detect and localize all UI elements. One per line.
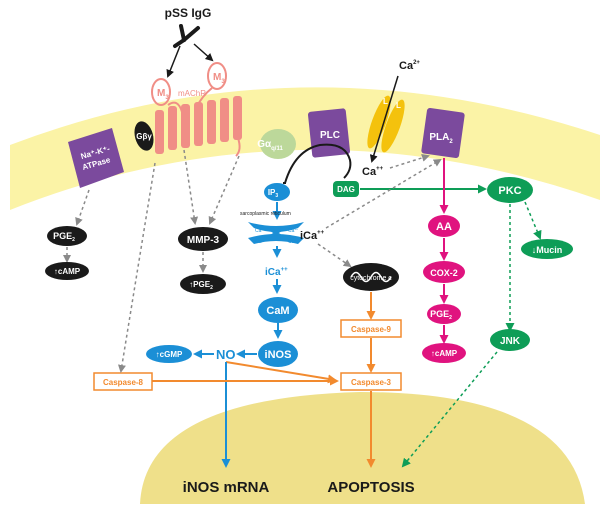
arrow-receptor-mmp3-a: [183, 149, 199, 225]
svg-text:MMP-3: MMP-3: [187, 235, 220, 246]
machr-label: mAChR: [178, 89, 206, 98]
svg-text:L: L: [383, 97, 388, 106]
g-beta-gamma: Gβγ: [134, 121, 154, 151]
arrow-ica-to-pla2: [325, 158, 442, 229]
svg-text:Gαq/11: Gαq/11: [257, 139, 283, 152]
camp-left-node: ↑cAMP: [45, 262, 89, 280]
ica-down-label: iCa++: [265, 267, 288, 278]
svg-text:Ca++: Ca++: [288, 227, 298, 234]
svg-text:COX-2: COX-2: [430, 268, 458, 278]
l-type-calcium-channel: L L: [367, 95, 405, 153]
m3-right-label: M3: [213, 72, 225, 85]
antibody-icon: [173, 24, 200, 48]
ca-extracellular: Ca2+: [399, 60, 420, 72]
svg-text:Ca++: Ca++: [255, 227, 265, 234]
apoptosis-label: APOPTOSIS: [327, 479, 414, 496]
arrow-ica-to-cytc: [317, 243, 352, 268]
aa-node: AA: [428, 215, 460, 237]
svg-text:PKC: PKC: [498, 185, 521, 197]
svg-text:PLA2: PLA2: [429, 132, 453, 145]
svg-text:↑cGMP: ↑cGMP: [156, 350, 183, 359]
mmp3-node: MMP-3: [178, 227, 228, 251]
arrow-igg-m3-left: [166, 45, 181, 78]
svg-text:CaM: CaM: [266, 305, 289, 317]
arrow-receptor-mmp3-b: [208, 155, 240, 225]
inos-node: iNOS: [258, 341, 298, 367]
ca-intracellular: Ca++: [362, 166, 384, 178]
cgmp-node: ↑cGMP: [146, 345, 192, 363]
sr-label: sarcoplasmic reticulum: [240, 211, 291, 217]
link-galpha-plc: [284, 143, 352, 184]
jnk-node: JNK: [490, 329, 530, 351]
svg-text:DAG: DAG: [337, 185, 355, 194]
dag-node: DAG: [333, 181, 359, 197]
svg-text:PLC: PLC: [320, 130, 340, 141]
svg-text:cytochrome c: cytochrome c: [350, 275, 392, 282]
caspase8-box: Caspase-8: [93, 372, 153, 391]
camp-right-node: ↑cAMP: [422, 343, 466, 363]
inos-mrna-label: iNOS mRNA: [183, 479, 270, 496]
svg-text:Caspase-3: Caspase-3: [351, 378, 392, 387]
arrow-ca-to-pla2: [389, 153, 430, 169]
svg-text:↑PGE2: ↑PGE2: [189, 280, 213, 291]
arrow-igg-m3-right: [193, 43, 214, 62]
svg-text:PGE2: PGE2: [53, 231, 75, 243]
cam-node: CaM: [258, 297, 298, 323]
sarcoplasmic-reticulum: Ca++ Ca++ Ca++ Ca++: [248, 222, 304, 245]
m3-receptor: M3 M3 mAChR: [151, 62, 242, 157]
svg-text:Caspase-8: Caspase-8: [103, 378, 144, 387]
arrow-pkc-mucin: [524, 201, 542, 240]
svg-text:↓Mucin: ↓Mucin: [532, 245, 563, 255]
pkc-node: PKC: [487, 177, 533, 203]
arrow-no-caspase3: [225, 361, 337, 384]
svg-text:PGE2: PGE2: [430, 309, 452, 321]
arrow-ca-influx: [369, 75, 399, 163]
cox2-node: COX-2: [423, 261, 465, 283]
pge2-left-node: PGE2: [47, 226, 87, 246]
svg-text:L: L: [396, 101, 401, 110]
ica-right-label: iCa++: [300, 230, 325, 242]
caspase9-box: Caspase-9: [340, 319, 402, 338]
m3-left-label: M3: [157, 88, 169, 101]
svg-text:Gβγ: Gβγ: [136, 132, 152, 141]
svg-text:↑cAMP: ↑cAMP: [54, 267, 81, 276]
pge2-mid-node: ↑PGE2: [180, 274, 226, 294]
arrow-jnk-apoptosis: [401, 351, 498, 468]
svg-text:↑cAMP: ↑cAMP: [431, 349, 458, 358]
na-k-atpase: Na⁺-K⁺- ATPase: [68, 128, 124, 188]
svg-text:Caspase-9: Caspase-9: [351, 325, 392, 334]
caspase3-box: Caspase-3: [340, 372, 402, 391]
nucleus: [140, 392, 585, 504]
mucin-node: ↓Mucin: [521, 239, 573, 259]
svg-text:Ca++: Ca++: [288, 238, 298, 245]
cytochrome-c-mitochondrion: cytochrome c: [343, 263, 399, 291]
pla2-enzyme: PLA2: [421, 107, 465, 159]
svg-text:IP3: IP3: [268, 188, 279, 199]
svg-text:AA: AA: [436, 221, 452, 233]
svg-text:Ca++: Ca++: [255, 238, 265, 245]
svg-text:iNOS: iNOS: [265, 349, 292, 361]
antibody-label: pSS IgG: [165, 6, 212, 20]
arrow-gby-caspase8: [118, 162, 156, 373]
arrow-pump-pge2: [75, 189, 90, 226]
svg-text:JNK: JNK: [500, 336, 521, 347]
ip3-node: IP3: [264, 183, 290, 201]
no-label: NO: [216, 347, 236, 362]
pge2-right-node: PGE2: [427, 304, 461, 324]
g-alpha-q11: Gαq/11: [257, 129, 296, 159]
